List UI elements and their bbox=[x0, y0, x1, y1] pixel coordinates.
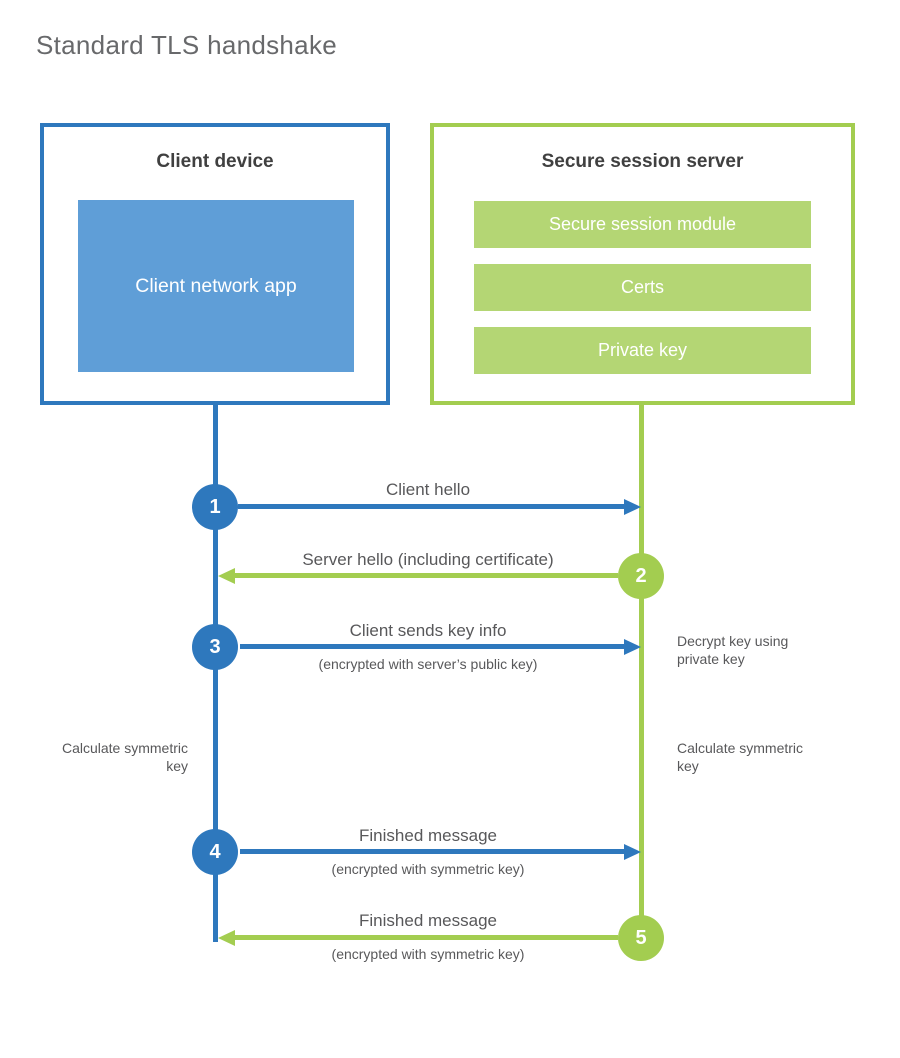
step4-badge: 4 bbox=[192, 829, 238, 875]
step1-label: Client hello bbox=[385, 480, 471, 499]
step4-label: Finished message bbox=[359, 826, 497, 845]
secure-session-server-title: Secure session server bbox=[541, 151, 744, 172]
step4-sublabel: (encrypted with symmetric key) bbox=[331, 861, 525, 877]
client-device-title: Client device bbox=[156, 151, 274, 172]
step5-sublabel: (encrypted with symmetric key) bbox=[331, 946, 525, 962]
secure-session-module-bar: Secure session module bbox=[474, 201, 811, 248]
step1-badge: 1 bbox=[192, 484, 238, 530]
step5-label: Finished message bbox=[359, 911, 497, 930]
step5-badge: 5 bbox=[618, 915, 664, 961]
calculate-symmetric-key-note-server: Calculate symmetric key bbox=[677, 740, 804, 775]
step1-arrowhead-icon bbox=[624, 499, 641, 515]
client-device-box: Client device Client network app bbox=[40, 123, 390, 405]
step2-badge: 2 bbox=[618, 553, 664, 599]
step3-arrow-shaft bbox=[240, 644, 624, 649]
step2-label: Server hello (including certificate) bbox=[302, 550, 554, 569]
step4-arrowhead-icon bbox=[624, 844, 641, 860]
certs-bar: Certs bbox=[474, 264, 811, 311]
client-network-app-label: Client network app bbox=[135, 274, 297, 297]
decrypt-key-note: Decrypt key using private key bbox=[677, 633, 789, 668]
client-lifeline bbox=[213, 405, 218, 942]
server-lifeline bbox=[639, 405, 644, 938]
step3-label: Client sends key info bbox=[349, 621, 507, 640]
step3-badge: 3 bbox=[192, 624, 238, 670]
calculate-symmetric-key-note-client: Calculate symmetric key bbox=[61, 740, 188, 775]
step5-arrowhead-icon bbox=[218, 930, 235, 946]
step2-arrow-shaft bbox=[235, 573, 618, 578]
step4-arrow-shaft bbox=[240, 849, 624, 854]
step3-sublabel: (encrypted with server’s public key) bbox=[318, 656, 538, 672]
private-key-bar: Private key bbox=[474, 327, 811, 374]
step5-arrow-shaft bbox=[235, 935, 618, 940]
step3-arrowhead-icon bbox=[624, 639, 641, 655]
client-network-app-module: Client network app bbox=[78, 200, 354, 372]
step2-arrowhead-icon bbox=[218, 568, 235, 584]
step1-arrow-shaft bbox=[238, 504, 624, 509]
secure-session-server-box: Secure session server Secure session mod… bbox=[430, 123, 855, 405]
page-title: Standard TLS handshake bbox=[36, 30, 338, 60]
